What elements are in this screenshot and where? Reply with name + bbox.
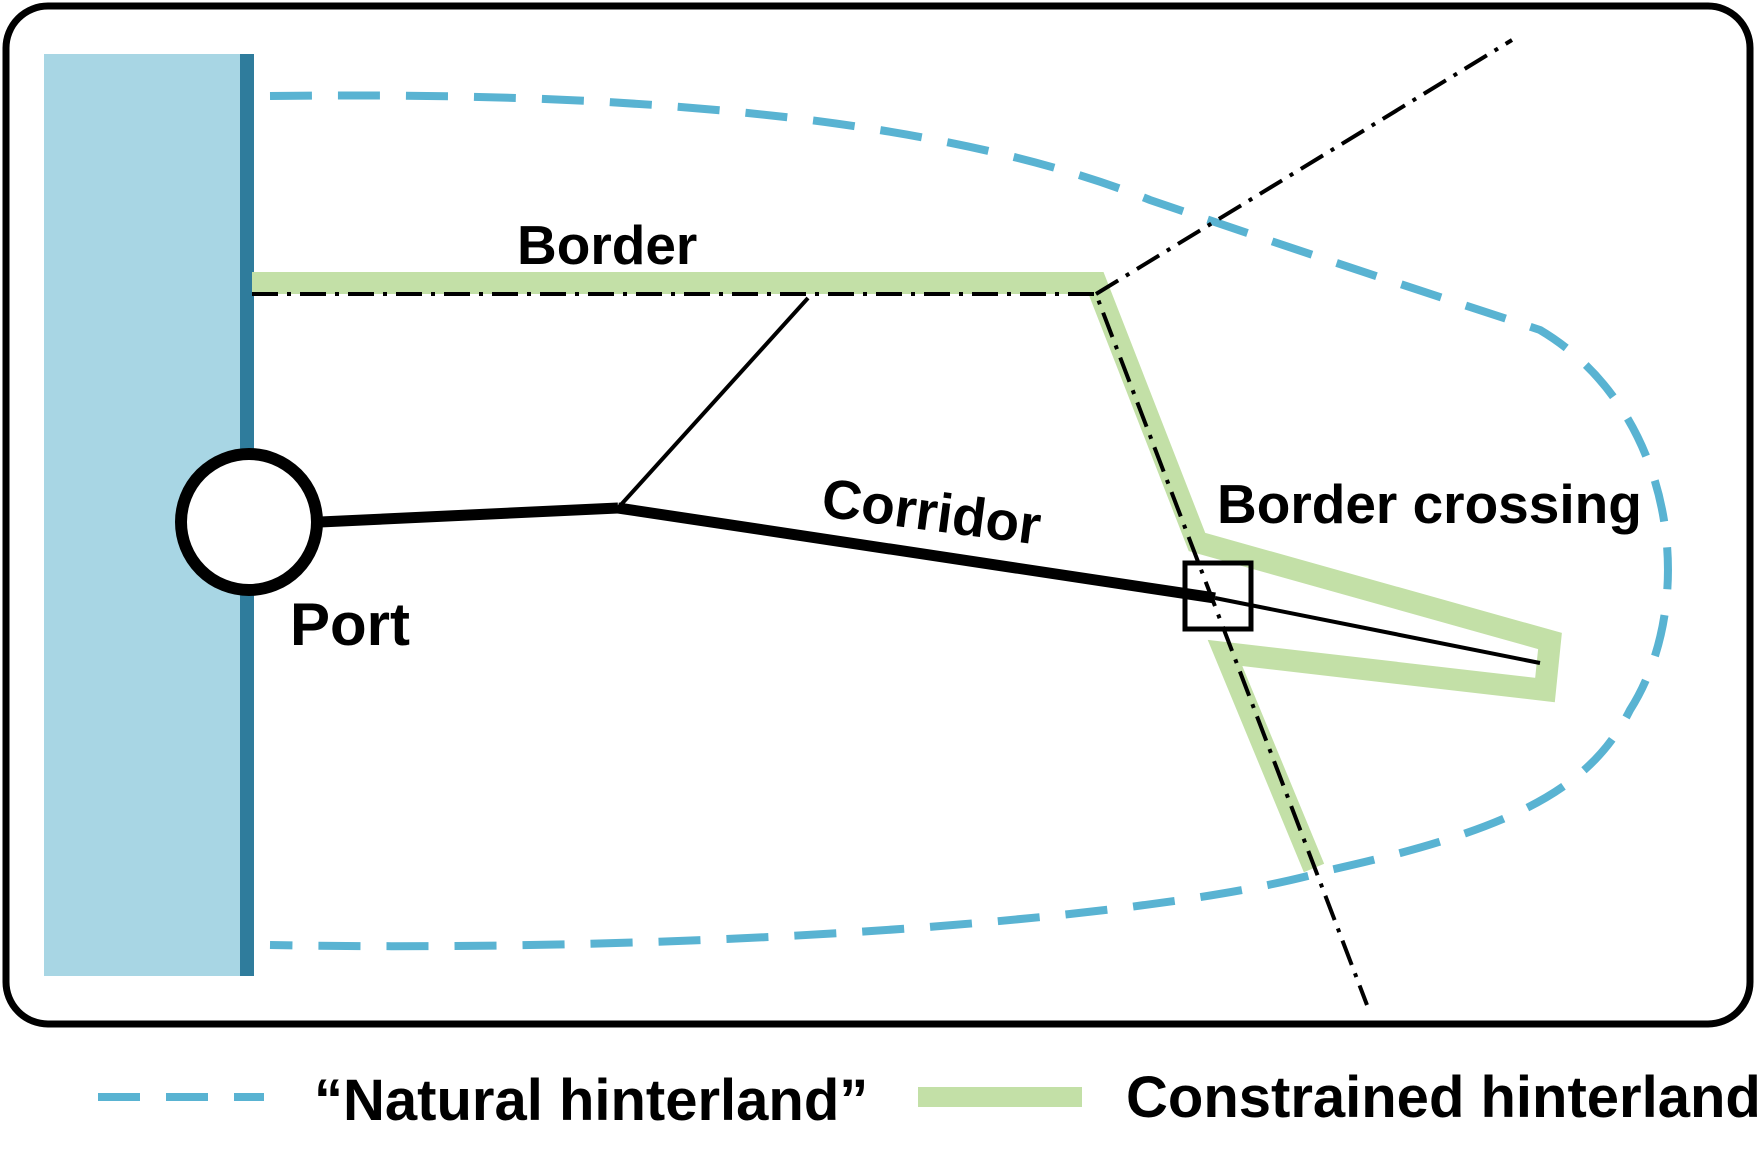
national-border-line bbox=[252, 292, 1369, 1006]
legend-natural-label: “Natural hinterland” bbox=[314, 1068, 868, 1133]
cross-border-route bbox=[1214, 596, 1541, 665]
border-label: Border bbox=[517, 214, 697, 276]
port-access-link bbox=[319, 502, 619, 528]
border-crossing-label: Border crossing bbox=[1217, 473, 1642, 535]
corridor-route bbox=[617, 502, 1216, 604]
natural-hinterland-boundary bbox=[269, 91, 1672, 951]
constrained-hinterland-boundary bbox=[252, 272, 1562, 873]
legend-constrained-label: Constrained hinterland bbox=[1126, 1065, 1758, 1130]
border-extension-line bbox=[1094, 38, 1514, 296]
branch-route bbox=[616, 296, 810, 510]
legend: “Natural hinterland” Constrained hinterl… bbox=[98, 1065, 1758, 1133]
diagram-frame bbox=[2, 2, 1754, 1028]
border-crossing-marker bbox=[1182, 560, 1254, 632]
port-label: Port bbox=[290, 591, 410, 658]
port-node bbox=[175, 448, 323, 596]
